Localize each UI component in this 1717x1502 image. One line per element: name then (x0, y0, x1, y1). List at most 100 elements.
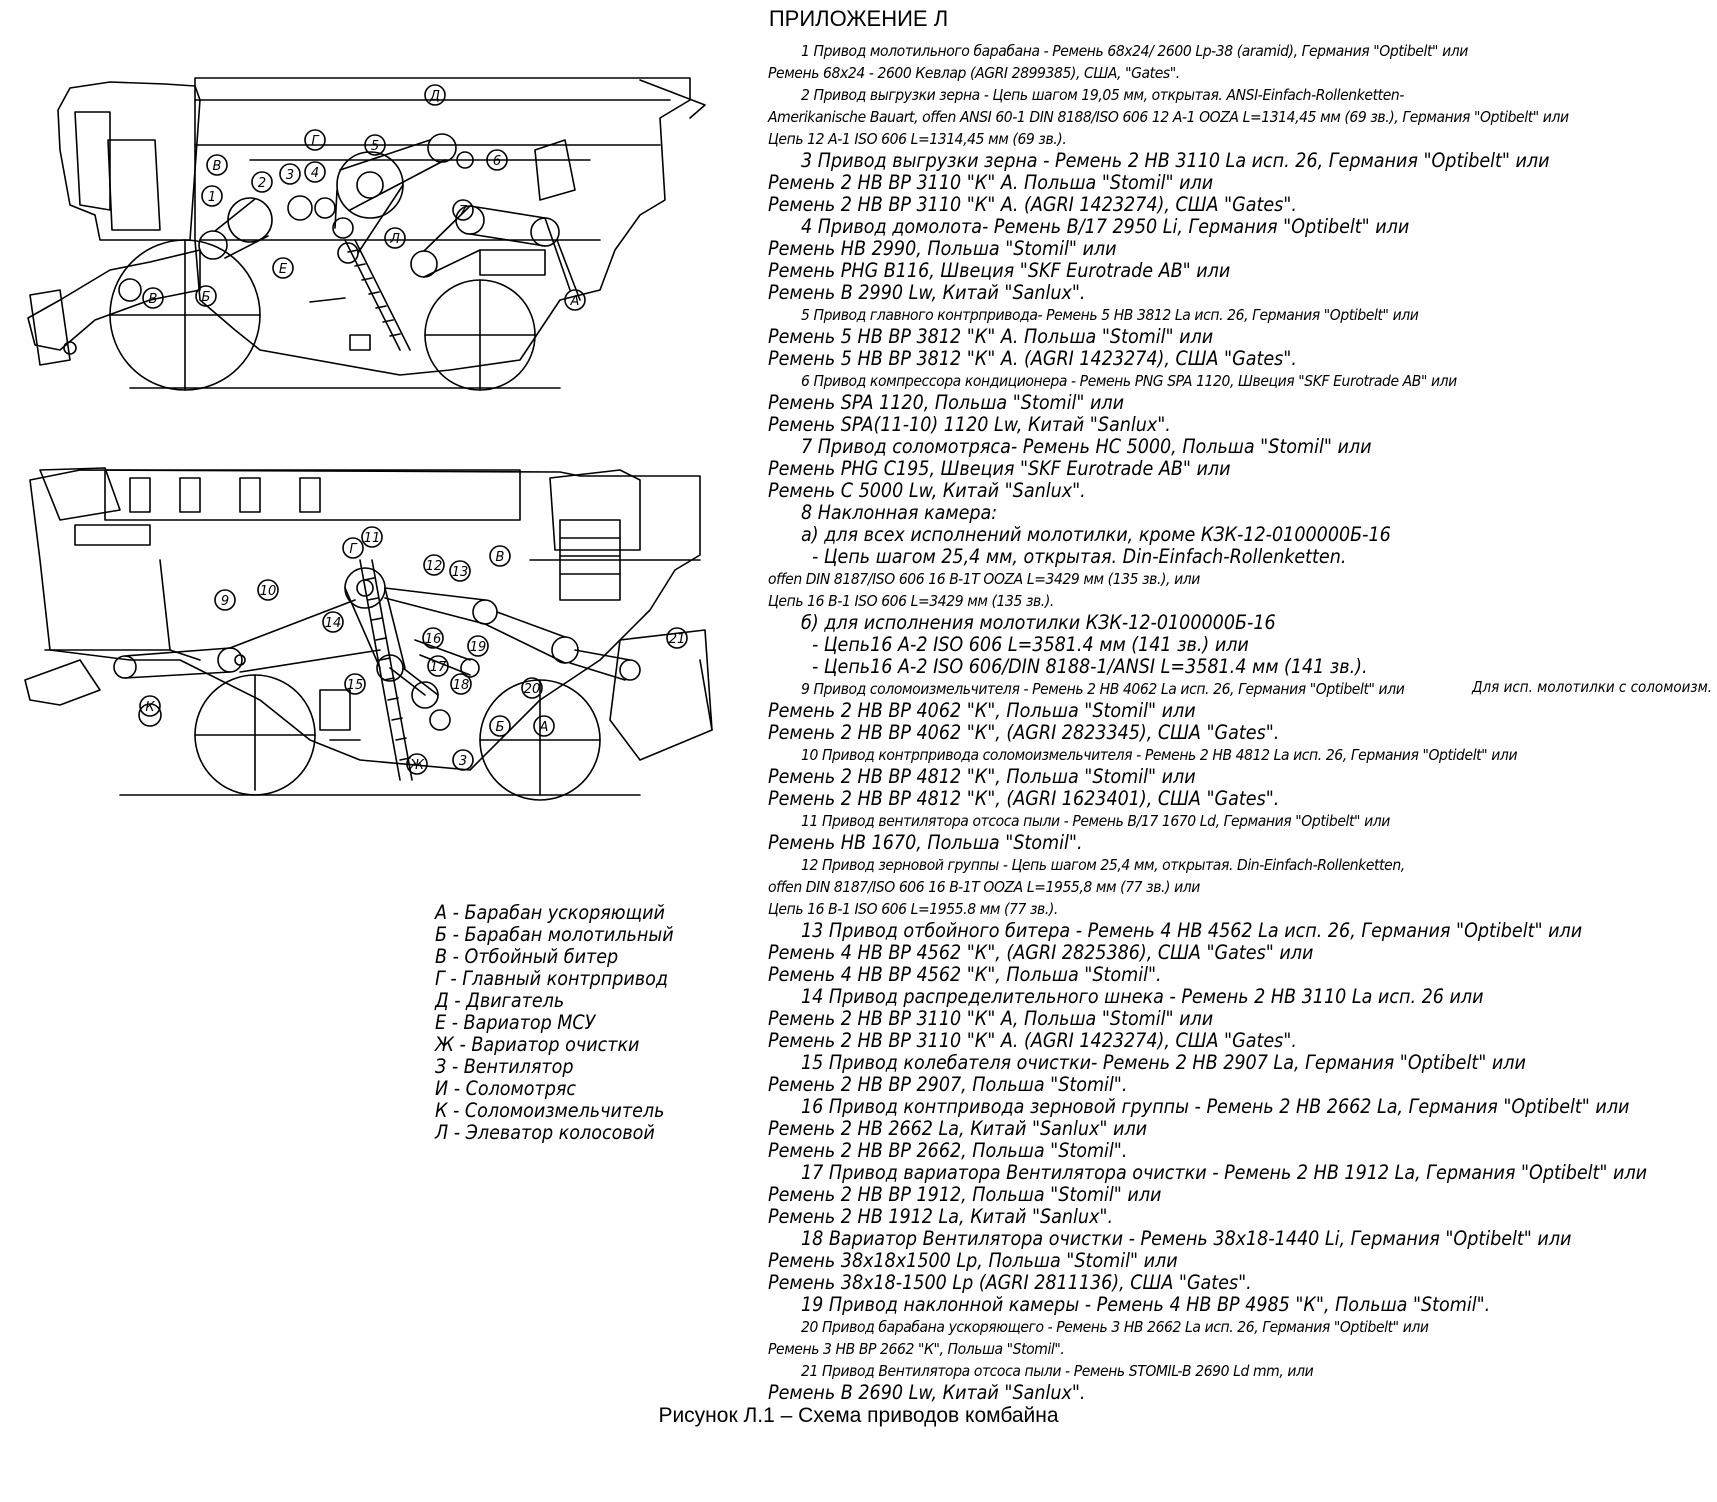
callout-top-v1: В (213, 159, 222, 174)
spec-line: offen DIN 8187/ISO 606 16 B-1T OOZA L=19… (768, 878, 1200, 896)
spec-line: Amerikanische Bauart, offen ANSI 60-1 DI… (768, 108, 1569, 126)
callout-bottom-z: 3 (459, 754, 467, 769)
spec-line: - Цепь16 А-2 ISO 606 L=3581.4 мм (141 зв… (812, 633, 1249, 656)
spec-line: Ремень 2 НВ ВР 4812 "К", Польша "Stomil"… (768, 765, 1196, 788)
spec-line: Ремень 2 НВ 2662 La, Китай "Sanlux" или (768, 1117, 1148, 1140)
spec-line: Ремень PHG B116, Швеция "SKF Eurotrade A… (768, 259, 1231, 282)
spec-line: 12 Привод зерновой группы - Цепь шагом 2… (801, 856, 1405, 874)
drive-specification-list: 1 Привод молотильного барабана - Ремень … (768, 40, 1698, 1404)
callout-top-4: 4 (311, 166, 319, 181)
spec-line: Ремень 2 НВ ВР 2662, Польша "Stomil". (768, 1139, 1128, 1162)
spec-line: Ремень 2 НВ ВР 3110 "К" А. (AGRI 1423274… (768, 1029, 1297, 1052)
spec-line: 5 Привод главного контрпривода- Ремень 5… (801, 306, 1419, 324)
legend-item: К - Соломоизмельчитель (435, 1099, 665, 1122)
legend-item: Б - Барабан молотильный (435, 923, 674, 946)
spec-line: Ремень 5 НВ ВР 3812 "К" А. (AGRI 1423274… (768, 347, 1297, 370)
callout-top-7: 7 (459, 204, 468, 219)
spec-line: 9 Привод соломоизмельчителя - Ремень 2 Н… (801, 680, 1405, 698)
callout-bottom-b: Б (496, 720, 505, 735)
callout-bottom-19: 19 (470, 640, 487, 655)
spec-line: Цепь 12 A-1 ISO 606 L=1314,45 мм (69 зв.… (768, 130, 1067, 148)
spec-line: 11 Привод вентилятора отсоса пыли - Реме… (801, 812, 1390, 830)
callout-top-6: 6 (493, 154, 501, 169)
callout-top-e: Е (279, 262, 288, 277)
spec-line: 4 Привод домолота- Ремень В/17 2950 Li, … (801, 215, 1410, 238)
spec-line: 17 Привод вариатора Вентилятора очистки … (801, 1161, 1648, 1184)
callout-top-a: А (570, 294, 580, 309)
spec-line: Ремень 2 НВ ВР 1912, Польша "Stomil" или (768, 1183, 1162, 1206)
callout-bottom-15: 15 (347, 678, 364, 693)
spec-line: Цепь 16 В-1 ISO 606 L=3429 мм (135 зв.). (768, 592, 1054, 610)
spec-line: 16 Привод контпривода зерновой группы - … (801, 1095, 1630, 1118)
callout-bottom-k: К (145, 700, 155, 715)
chopper-note: Для исп. молотилки с соломоизм. (1472, 678, 1713, 696)
spec-line: Ремень 5 НВ ВР 3812 "К" А. Польша "Stomi… (768, 325, 1214, 348)
spec-line: Ремень 4 НВ ВР 4562 "К", (AGRI 2825386),… (768, 941, 1314, 964)
bottom-combine-drawing (24, 467, 713, 801)
callout-top-5: 5 (371, 139, 379, 154)
spec-line: 13 Привод отбойного битера - Ремень 4 НВ… (801, 919, 1583, 942)
spec-line: 21 Привод Вентилятора отсоса пыли - Реме… (801, 1362, 1314, 1380)
callout-top-2: 2 (258, 176, 266, 191)
legend-list: А - Барабан ускоряющий Б - Барабан молот… (435, 902, 674, 1144)
spec-line: Ремень 68х24 - 2600 Кевлар (AGRI 2899385… (768, 64, 1180, 82)
spec-line: - Цепь шагом 25,4 мм, открытая. Din-Einf… (812, 545, 1347, 568)
spec-line: Ремень С 5000 Lw, Китай "Sanlux". (768, 479, 1086, 502)
legend-item: Д - Двигатель (435, 989, 565, 1012)
callout-bottom-9: 9 (221, 594, 229, 609)
callout-bottom-21: 21 (669, 632, 686, 647)
spec-line: Цепь 16 В-1 ISO 606 L=1955.8 мм (77 зв.)… (768, 900, 1058, 918)
callout-bottom-20: 20 (524, 682, 541, 697)
spec-line: Ремень 38х18х1500 Lp, Польша "Stomil" ил… (768, 1249, 1178, 1272)
spec-line: Ремень 2 НВ ВР 4812 "К", (AGRI 1623401),… (768, 787, 1280, 810)
legend-item: Л - Элеватор колосовой (435, 1121, 655, 1144)
callout-top-3: 3 (286, 168, 294, 183)
legend-item: З - Вентилятор (435, 1055, 574, 1078)
legend-item: В - Отбойный битер (435, 945, 619, 968)
spec-line: Ремень 3 НВ ВР 2662 "К", Польша "Stomil"… (768, 1340, 1065, 1358)
spec-line: 20 Привод барабана ускоряющего - Ремень … (801, 1318, 1429, 1336)
spec-line: Ремень НВ 1670, Польша "Stomil". (768, 831, 1083, 854)
spec-line: 3 Привод выгрузки зерна - Ремень 2 НВ 31… (801, 149, 1550, 172)
spec-line: Ремень В 2990 Lw, Китай "Sanlux". (768, 281, 1086, 304)
callout-top-g: Г (311, 134, 320, 149)
legend-item: А - Барабан ускоряющий (435, 901, 665, 924)
callout-bottom-17: 17 (430, 660, 447, 675)
bottom-callout-labels: 9 10 11 12 13 14 15 16 17 18 19 20 21 3 … (145, 531, 685, 773)
callout-bottom-a: А (539, 720, 549, 735)
spec-line: Ремень 4 НВ ВР 4562 "К", Польша "Stomil"… (768, 963, 1162, 986)
spec-line: Ремень PHG C195, Швеция "SKF Eurotrade A… (768, 457, 1231, 480)
legend-item: Е - Вариатор МСУ (435, 1011, 596, 1034)
callout-bottom-18: 18 (453, 678, 470, 693)
spec-line: 8 Наклонная камера: (801, 501, 998, 524)
spec-line: - Цепь16 А-2 ISO 606/DIN 8188-1/ANSI L=3… (812, 655, 1368, 678)
spec-line: Ремень НВ 2990, Польша "Stomil" или (768, 237, 1117, 260)
callout-bottom-11: 11 (364, 531, 381, 546)
spec-line: 15 Привод колебателя очистки- Ремень 2 Н… (801, 1051, 1526, 1074)
spec-line: 14 Привод распределительного шнека - Рем… (801, 985, 1484, 1008)
callout-bottom-v: В (496, 550, 505, 565)
callout-top-l: Л (389, 232, 400, 247)
top-callout-labels: 1 2 3 4 5 6 7 А Б В В Г Д Е Л И (149, 89, 580, 309)
callout-bottom-13: 13 (452, 565, 469, 580)
callout-bottom-10: 10 (260, 584, 277, 599)
callout-bottom-12: 12 (426, 559, 443, 574)
spec-line: Ремень В 2690 Lw, Китай "Sanlux". (768, 1381, 1086, 1404)
spec-line: Ремень 2 НВ ВР 4062 "К", Польша "Stomil"… (768, 699, 1196, 722)
spec-line: Ремень 2 НВ ВР 2907, Польша "Stomil". (768, 1073, 1128, 1096)
callout-bottom-16: 16 (425, 632, 442, 647)
spec-line: 6 Привод компрессора кондиционера - Реме… (801, 372, 1457, 390)
spec-line: Ремень 38х18-1500 Lp (AGRI 2811136), США… (768, 1271, 1252, 1294)
spec-line: Ремень SPA(11-10) 1120 Lw, Китай "Sanlux… (768, 413, 1171, 436)
figure-caption: Рисунок Л.1 – Схема приводов комбайна (658, 1404, 1059, 1427)
legend-item: Г - Главный контрпривод (435, 967, 668, 990)
spec-line: б) для исполнения молотилки КЗК-12-01000… (801, 611, 1276, 634)
callout-top-v2: В (149, 292, 158, 307)
spec-line: 1 Привод молотильного барабана - Ремень … (801, 42, 1468, 60)
spec-line: Ремень 2 НВ ВР 3110 "К" А. Польша "Stomi… (768, 171, 1214, 194)
callout-top-b: Б (202, 290, 211, 305)
spec-line: Ремень 2 НВ 1912 La, Китай "Sanlux". (768, 1205, 1114, 1228)
legend-item: И - Соломотряс (435, 1077, 577, 1100)
spec-line: 19 Привод наклонной камеры - Ремень 4 НВ… (801, 1293, 1491, 1316)
legend-item: Ж - Вариатор очистки (435, 1033, 640, 1056)
